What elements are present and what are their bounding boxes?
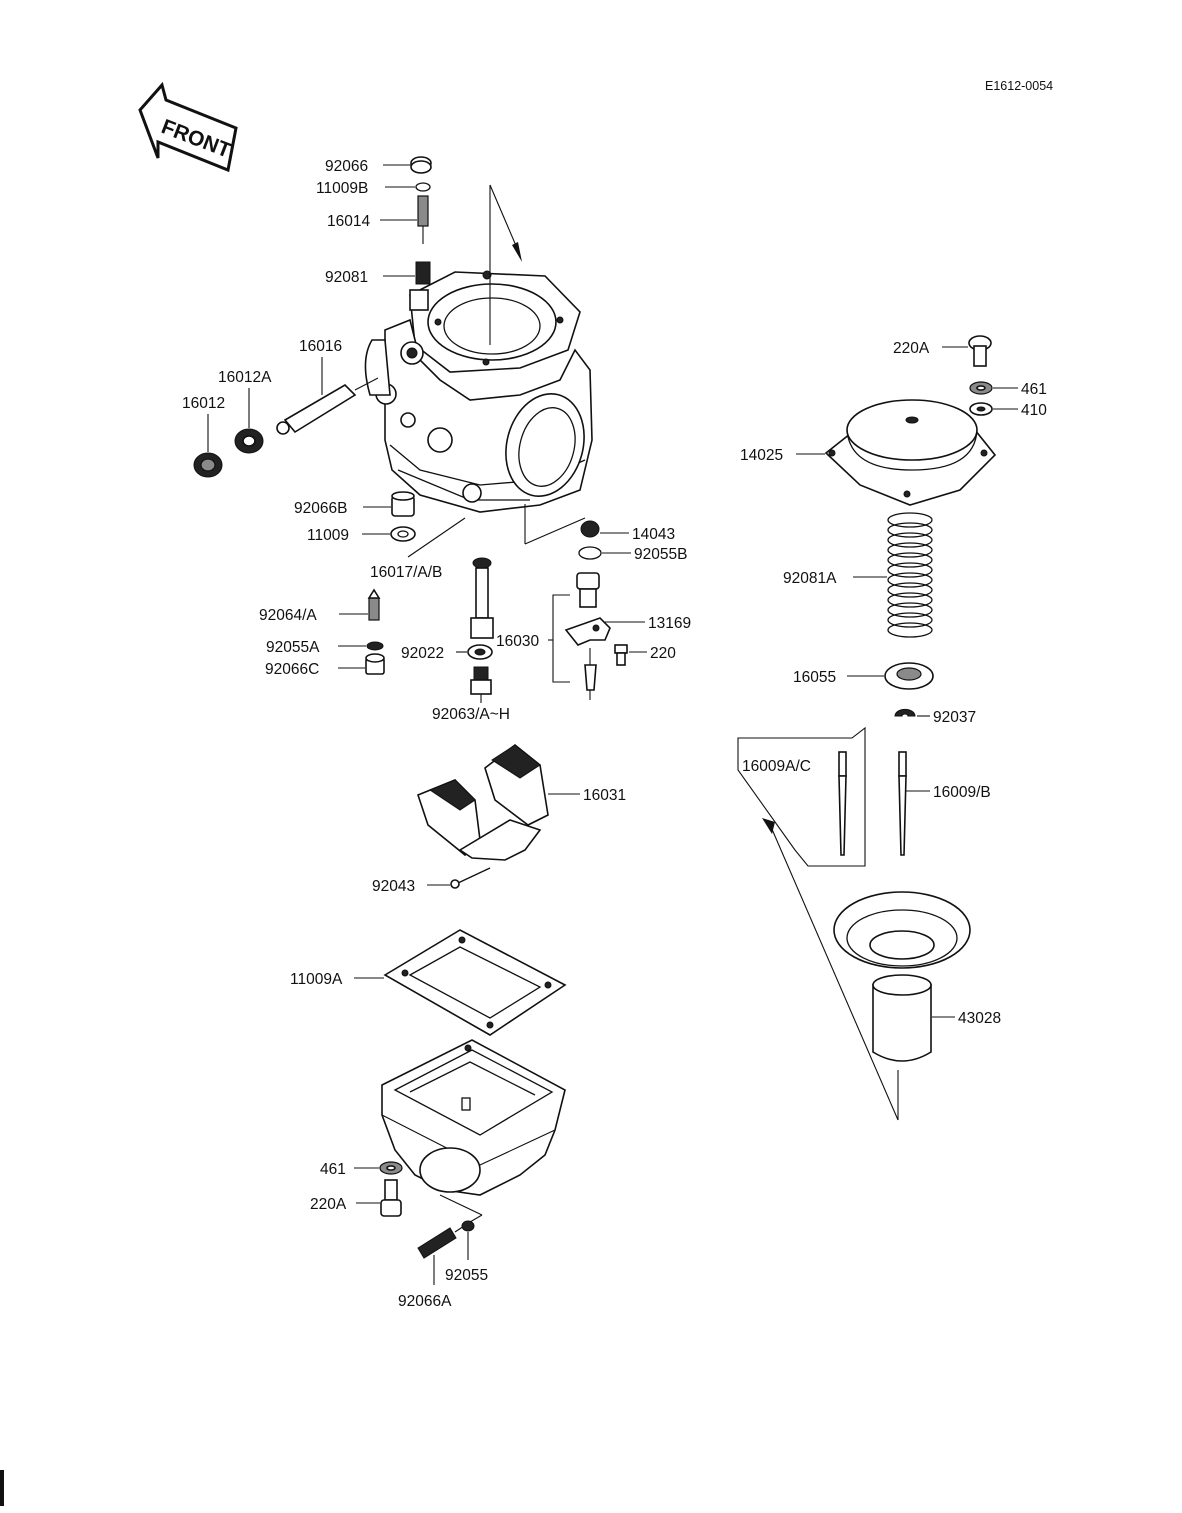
label-16017: 16017/A/B <box>370 564 442 581</box>
part-16017-needle-jet: 16017/A/B <box>370 517 494 639</box>
part-410-washer: 410 <box>969 402 1047 419</box>
part-92066C-plug: 92066C <box>265 653 385 678</box>
label-16014: 16014 <box>327 213 370 230</box>
part-92037-clip: 92037 <box>894 708 976 726</box>
part-461-washer-top: 461 <box>969 381 1047 398</box>
label-410: 410 <box>1021 402 1047 419</box>
label-16016: 16016 <box>299 338 342 355</box>
part-92055B-oring: 92055B <box>578 546 687 563</box>
part-16055-retainer: 16055 <box>793 662 934 690</box>
label-92066: 92066 <box>325 158 368 175</box>
label-13169: 13169 <box>648 615 691 632</box>
part-16030-float-valve: 16030 <box>496 572 600 700</box>
margin-mark <box>0 1470 4 1506</box>
part-92066B-plug: 92066B <box>294 491 415 517</box>
carburetor-body <box>364 184 593 513</box>
part-16014-screw: 16014 <box>327 195 429 244</box>
part-92055-washer: 92055 <box>445 1220 488 1284</box>
part-43028-piston: 43028 <box>762 818 1001 1121</box>
label-220A-top: 220A <box>893 340 930 357</box>
part-14043-nut: 14043 <box>524 504 675 545</box>
label-11009B: 11009B <box>316 180 368 197</box>
label-14043: 14043 <box>632 526 675 543</box>
float-bowl <box>381 1039 566 1196</box>
part-92043-pin: 92043 <box>372 867 491 895</box>
label-11009: 11009 <box>307 527 349 544</box>
part-13169-clip: 13169 <box>564 615 691 646</box>
label-92063: 92063/A~H <box>432 706 510 723</box>
part-92081-spring: 92081 <box>325 261 431 286</box>
label-16031: 16031 <box>583 787 626 804</box>
label-92066A: 92066A <box>398 1293 452 1310</box>
label-92081A: 92081A <box>783 570 837 587</box>
label-92055: 92055 <box>445 1267 488 1284</box>
part-92066-cap: 92066 <box>325 156 432 175</box>
front-arrow-icon: FRONT <box>138 81 238 173</box>
part-11009B-oring: 11009B <box>316 180 431 197</box>
label-92064: 92064/A <box>259 607 317 624</box>
part-220A-screw-top: 220A <box>893 335 992 367</box>
part-16031-floats: 16031 <box>417 743 626 861</box>
label-14025: 14025 <box>740 447 783 464</box>
label-92043: 92043 <box>372 878 415 895</box>
label-11009A: 11009A <box>290 971 343 988</box>
part-220A-screw-bottom: 220A <box>310 1179 402 1217</box>
part-16012-cap-nut: 16012 <box>182 395 225 478</box>
label-16030: 16030 <box>496 633 539 650</box>
label-92055B: 92055B <box>634 546 687 563</box>
label-220A-bottom: 220A <box>310 1196 347 1213</box>
label-16009B: 16009/B <box>933 784 991 801</box>
part-92022-washer: 92022 <box>401 644 493 662</box>
part-92066A-drain-plug: 92066A <box>398 1194 483 1310</box>
part-11009A-gasket: 11009A <box>290 929 567 1036</box>
part-16012A-nut: 16012A <box>218 369 272 454</box>
label-92055A: 92055A <box>266 639 320 656</box>
part-92063-main-jet: 92063/A~H <box>432 666 510 723</box>
part-92081A-spring: 92081A <box>783 512 933 638</box>
part-16016-shaft: 16016 <box>276 338 379 435</box>
label-92066B: 92066B <box>294 500 347 517</box>
label-220: 220 <box>650 645 676 662</box>
label-92022: 92022 <box>401 645 444 662</box>
part-14025-cover: 14025 <box>740 399 997 506</box>
part-220-screw: 220 <box>614 644 676 666</box>
part-11009-gasket: 11009 <box>307 526 416 544</box>
label-461-top: 461 <box>1021 381 1047 398</box>
label-461-bottom: 461 <box>320 1161 346 1178</box>
label-16009AC: 16009A/C <box>742 758 811 775</box>
label-16055: 16055 <box>793 669 836 686</box>
part-16009B-needle: 16009/B <box>898 751 991 856</box>
label-92081: 92081 <box>325 269 368 286</box>
label-92037: 92037 <box>933 709 976 726</box>
part-461-washer-bottom: 461 <box>320 1161 403 1178</box>
part-92064-screw: 92064/A <box>259 588 381 624</box>
part-16009AC-needle: 16009A/C <box>737 726 866 867</box>
label-16012A: 16012A <box>218 369 272 386</box>
label-16012: 16012 <box>182 395 225 412</box>
label-92066C: 92066C <box>265 661 319 678</box>
label-43028: 43028 <box>958 1010 1001 1027</box>
part-92055A-oring: 92055A <box>266 639 384 656</box>
diagram-code: E1612-0054 <box>985 79 1053 93</box>
